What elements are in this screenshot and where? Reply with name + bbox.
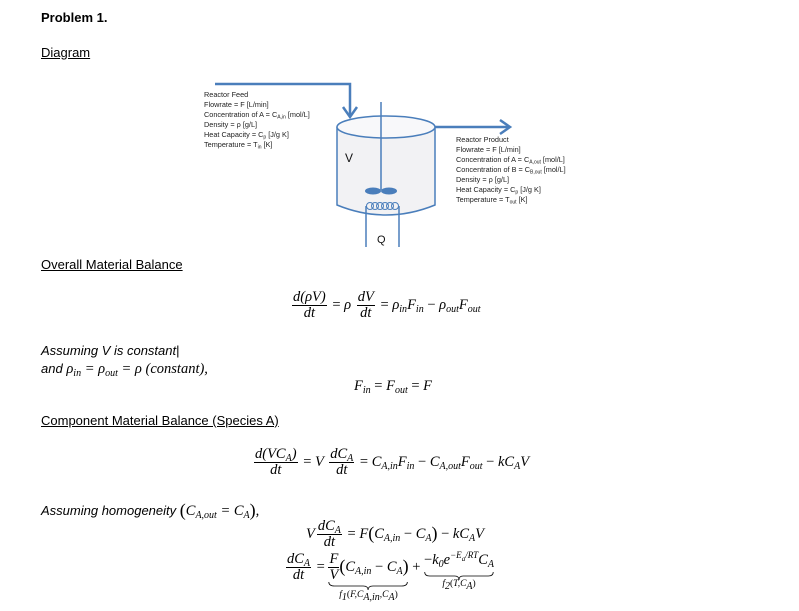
product-concentration-a: Concentration of A = CA,out [mol/L] — [456, 155, 565, 166]
product-flowrate: Flowrate = F [L/min] — [456, 145, 521, 154]
feed-flowrate: Flowrate = F [L/min] — [204, 100, 269, 109]
product-density: Density = ρ [g/L] — [456, 175, 509, 184]
product-title: Reactor Product — [456, 135, 509, 144]
reactor-diagram: Q V Reactor Feed Flowrate = F [L/min] Co… — [204, 82, 566, 247]
product-heat-capacity: Heat Capacity = Cp [J/g K] — [456, 185, 541, 196]
feed-density: Density = ρ [g/L] — [204, 120, 257, 129]
term-f2: −k0e−Ea/RTCA f2(T,CA) — [424, 550, 494, 592]
impeller-blade-right — [381, 187, 397, 195]
vessel-top — [336, 115, 436, 139]
vessel-label: V — [345, 151, 353, 165]
product-temperature: Temperature = Tout [K] — [456, 195, 528, 206]
feed-heat-capacity: Heat Capacity = Cp [J/g K] — [204, 130, 289, 141]
heat-label: Q — [377, 234, 386, 246]
underbrace-f2 — [424, 572, 494, 580]
assumption-constant-volume: Assuming V is constant| — [41, 343, 180, 358]
section-heading-component: Component Material Balance (Species A) — [41, 413, 279, 428]
assumption-homogeneity: Assuming homogeneity (CA,out = CA), — [41, 500, 260, 521]
f1-label: f1(F,CA,in,CA) — [339, 590, 398, 603]
feed-temperature: Temperature = Tin [K] — [204, 140, 272, 151]
equation-flow-equality: Fin = Fout = F — [354, 378, 433, 396]
feed-arrow — [215, 82, 352, 115]
section-heading-overall: Overall Material Balance — [41, 257, 183, 272]
feed-concentration: Concentration of A = CA,in [mol/L] — [204, 110, 310, 121]
underbrace-f1 — [328, 582, 408, 590]
impeller-blade-left — [365, 187, 381, 195]
assumption-constant-density: and ρin = ρout = ρ (constant), — [41, 361, 208, 379]
vessel-body — [336, 127, 436, 216]
f2-label: f2(T,CA) — [442, 579, 476, 592]
problem-title: Problem 1. — [41, 10, 108, 25]
section-heading-diagram: Diagram — [41, 45, 91, 60]
product-info: Reactor Product Flowrate = F [L/min] Con… — [456, 135, 566, 206]
feed-title: Reactor Feed — [204, 90, 248, 99]
feed-arrowhead — [341, 106, 359, 120]
feed-info: Reactor Feed Flowrate = F [L/min] Concen… — [204, 90, 310, 151]
product-arrowhead — [499, 118, 513, 136]
product-concentration-b: Concentration of B = CB,out [mol/L] — [456, 165, 566, 176]
